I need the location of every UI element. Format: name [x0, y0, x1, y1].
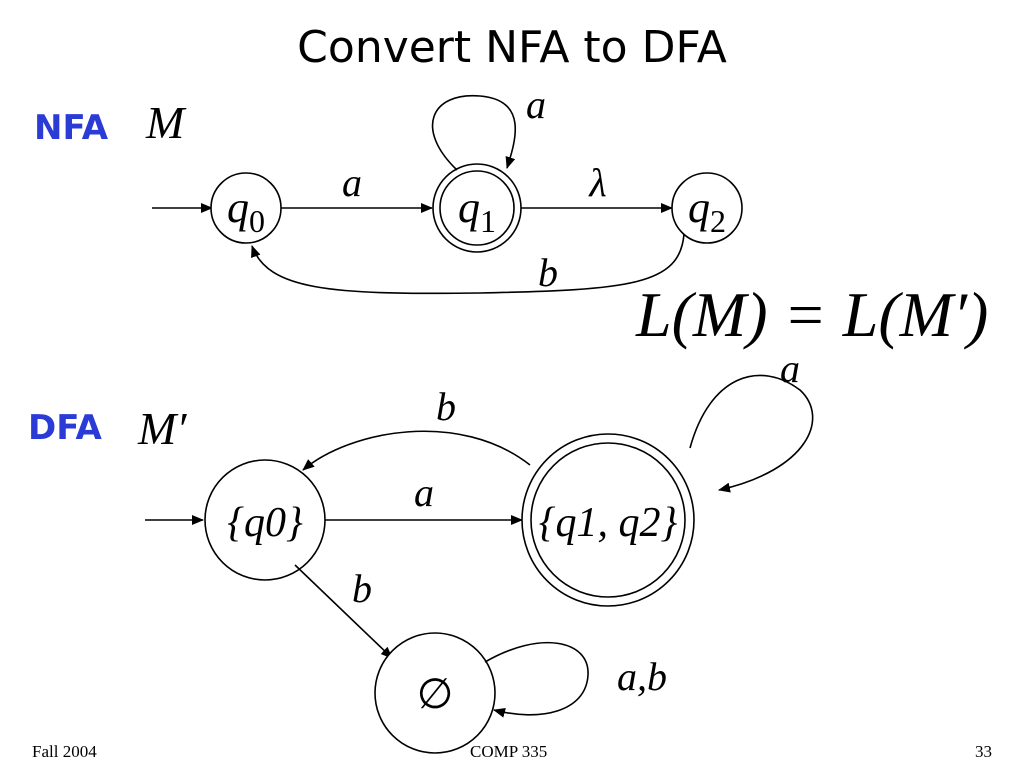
nfa-state-q2-label: q2: [688, 183, 726, 239]
nfa-diagram: q0 a q1 a λ q2 b: [152, 82, 743, 295]
dfa-diagram: {q0} a {q1, q2} b a b ∅ a,b: [145, 346, 814, 754]
nfa-edge-q1-q2-label: λ: [588, 160, 606, 205]
language-equation: L(M) = L(M′): [636, 279, 989, 350]
dfa-edge-empty-loop: [484, 641, 589, 718]
dfa-state-q12-label: {q1, q2}: [539, 500, 678, 546]
dfa-edge-q0-q12-label: a: [414, 470, 434, 515]
dfa-state-empty-label: ∅: [417, 672, 454, 718]
nfa-state-q1-label: q1: [458, 183, 496, 239]
dfa-edge-q0-empty-label: b: [352, 566, 372, 611]
dfa-state-empty-circle: [374, 632, 496, 754]
footer-right: 33: [975, 742, 992, 761]
slide-title: Convert NFA to DFA: [297, 22, 727, 73]
dfa-state-q0-label: {q0}: [227, 500, 303, 546]
dfa-state-q12-inner: [530, 442, 686, 598]
nfa-machine-name: M: [146, 97, 185, 148]
dfa-edge-q12-q0-label: b: [436, 384, 456, 429]
nfa-state-q1: q1: [432, 163, 522, 253]
nfa-edge-q1-loop: [431, 95, 517, 171]
dfa-edge-q12-loop-label: a: [780, 346, 800, 391]
nfa-edge-q2-q0: [251, 233, 685, 295]
dfa-state-q12: {q1, q2}: [521, 433, 695, 607]
dfa-edge-empty-loop-label: a,b: [617, 654, 667, 699]
dfa-state-q12-outer: [521, 433, 695, 607]
nfa-tag: NFA: [34, 108, 109, 148]
nfa-state-q2: q2: [671, 172, 743, 244]
dfa-state-q0: {q0}: [204, 459, 326, 581]
nfa-state-q0: q0: [210, 172, 282, 244]
nfa-edge-q0-q1-label: a: [342, 160, 362, 205]
dfa-tag: DFA: [28, 408, 102, 448]
footer-left: Fall 2004: [32, 742, 97, 761]
dfa-state-empty: ∅: [374, 632, 496, 754]
nfa-state-q0-label: q0: [227, 183, 265, 239]
dfa-machine-name: M′: [138, 403, 187, 454]
dfa-edge-q0-empty: [294, 564, 393, 659]
dfa-edge-q12-q0: [302, 430, 531, 471]
dfa-edge-q12-loop: [689, 374, 814, 493]
nfa-state-q2-circle: [671, 172, 743, 244]
footer-center: COMP 335: [470, 742, 548, 761]
nfa-edge-q1-loop-label: a: [526, 82, 546, 127]
nfa-state-q1-inner: [439, 170, 515, 246]
nfa-edge-q2-q0-label: b: [538, 250, 558, 295]
